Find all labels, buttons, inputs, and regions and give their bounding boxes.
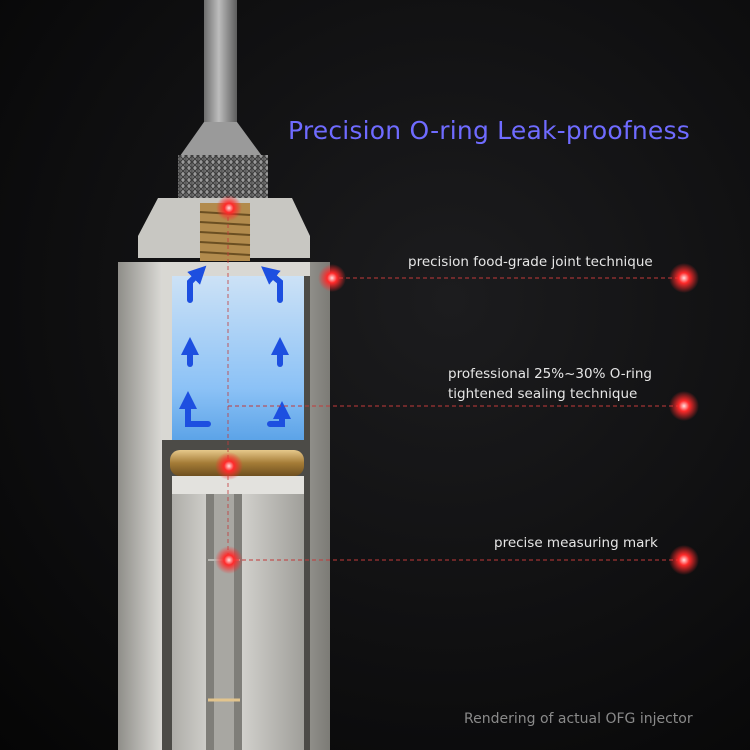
needle-rod	[204, 0, 237, 128]
flow-arrow-icon	[179, 265, 291, 427]
needle-cone	[180, 122, 262, 156]
callout-measuring: precise measuring mark	[494, 533, 658, 553]
callout-line: precise measuring mark	[494, 535, 658, 551]
page-title: Precision O-ring Leak-proofness	[288, 116, 690, 145]
callout-line: precision food-grade joint technique	[408, 254, 653, 270]
footer-caption: Rendering of actual OFG injector	[464, 711, 693, 727]
knurled-nut	[178, 155, 268, 199]
callout-joint: precision food-grade joint technique	[408, 252, 653, 272]
callout-line: professional 25%~30% O-ring	[448, 366, 653, 382]
red-marker-dot	[215, 195, 699, 575]
callout-oring: professional 25%~30% O-ring tightened se…	[448, 364, 652, 404]
callout-line: tightened sealing technique	[448, 386, 638, 402]
